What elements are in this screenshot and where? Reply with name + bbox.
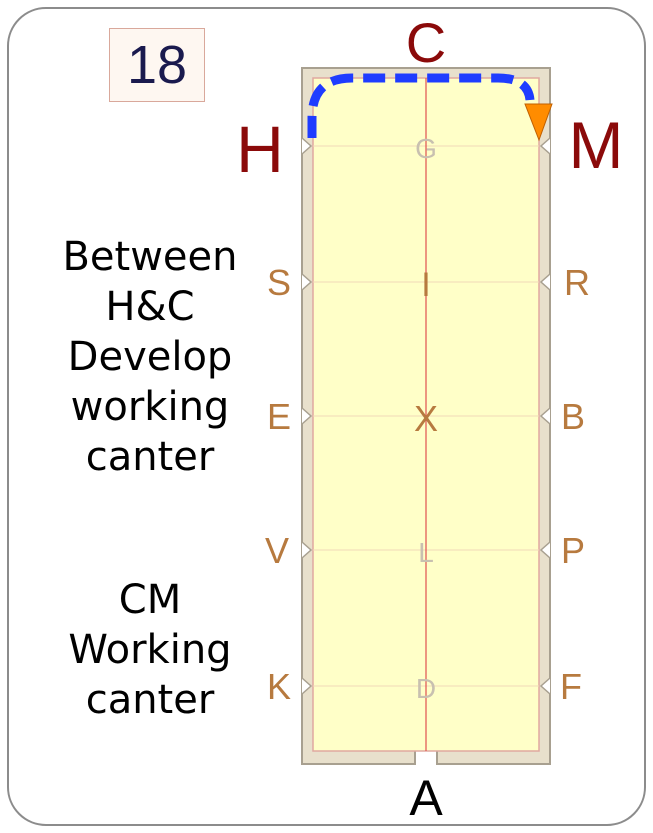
letter-c: C xyxy=(406,11,446,74)
note-between-h-c: Between H&C Develop working canter xyxy=(62,234,238,480)
side-notches xyxy=(301,137,551,695)
letter-s: S xyxy=(267,262,291,303)
letter-b: B xyxy=(561,396,585,437)
letter-f: F xyxy=(560,666,582,707)
letter-p: P xyxy=(561,530,585,571)
letter-h: H xyxy=(236,112,284,186)
letter-d: D xyxy=(416,673,436,704)
dashed-movement-path-icon xyxy=(307,73,535,138)
letter-v: V xyxy=(265,530,289,571)
letter-r: R xyxy=(564,262,590,303)
direction-arrow-icon xyxy=(524,103,553,142)
letter-g: G xyxy=(415,133,437,164)
letter-k: K xyxy=(267,666,291,707)
letter-i: I xyxy=(421,266,430,304)
card-number: 18 xyxy=(109,28,205,102)
note-cm-working: CM Working canter xyxy=(68,577,232,723)
letter-a: A xyxy=(409,770,443,826)
letter-l: L xyxy=(418,537,434,568)
letter-e: E xyxy=(267,396,291,437)
letter-x: X xyxy=(414,398,438,439)
letter-m: M xyxy=(569,108,624,182)
